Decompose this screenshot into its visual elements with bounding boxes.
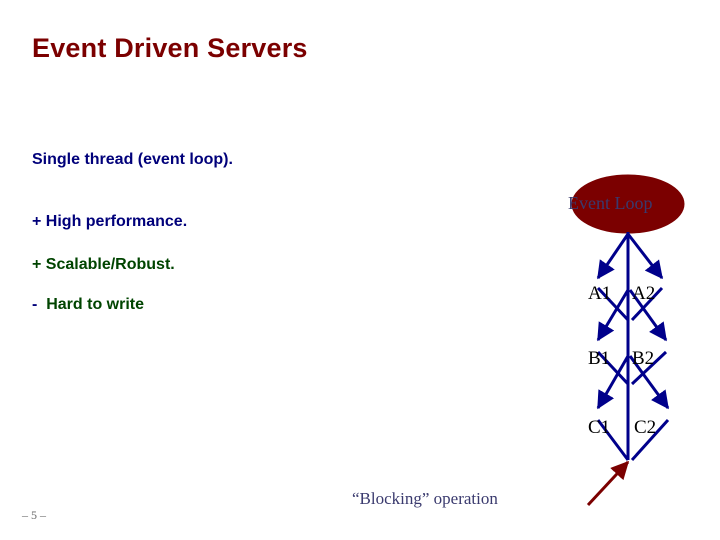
bullet-single-thread: Single thread (event loop).	[32, 151, 233, 168]
blocking-operation-label: “Blocking” operation	[352, 489, 498, 508]
diagram-graphics	[571, 174, 685, 507]
node-label-b2: B2	[632, 348, 655, 369]
bullet-high-performance: + High performance.	[32, 213, 188, 230]
slide-number: – 5 –	[22, 508, 46, 522]
line-c2-in	[630, 418, 670, 462]
arrow-to-a2	[626, 233, 664, 280]
page-title: Event Driven Servers	[32, 33, 308, 63]
line-a1-in	[596, 286, 630, 322]
node-label-a2: A2	[632, 283, 656, 304]
arrow-to-b1	[596, 289, 630, 342]
arrow-to-c1	[596, 355, 630, 410]
blocking-operation-arrow	[586, 460, 630, 507]
bullet-hard-to-write-label: Hard to write	[46, 296, 145, 313]
node-label-c2: C2	[634, 417, 657, 438]
arrow-to-b2	[628, 289, 668, 342]
bullet-dash: -	[32, 296, 38, 313]
event-loop-diagram: Event Loop A1 A2 B1 B2 C1 C2	[520, 160, 720, 510]
event-loop-label: Event Loop	[568, 193, 653, 213]
line-b1-in	[596, 350, 630, 386]
node-label-b1: B1	[588, 348, 611, 369]
node-label-c1: C1	[588, 417, 611, 438]
bullet-hard-to-write: - Hard to write	[32, 296, 144, 314]
bullet-scalable-robust: + Scalable/Robust.	[32, 256, 175, 273]
line-b2-in	[630, 350, 668, 386]
arrow-to-c2	[628, 355, 670, 410]
line-a2-in	[630, 286, 664, 322]
arrow-to-a1	[596, 233, 630, 280]
node-label-a1: A1	[588, 283, 612, 304]
line-c1-in	[596, 419, 630, 461]
